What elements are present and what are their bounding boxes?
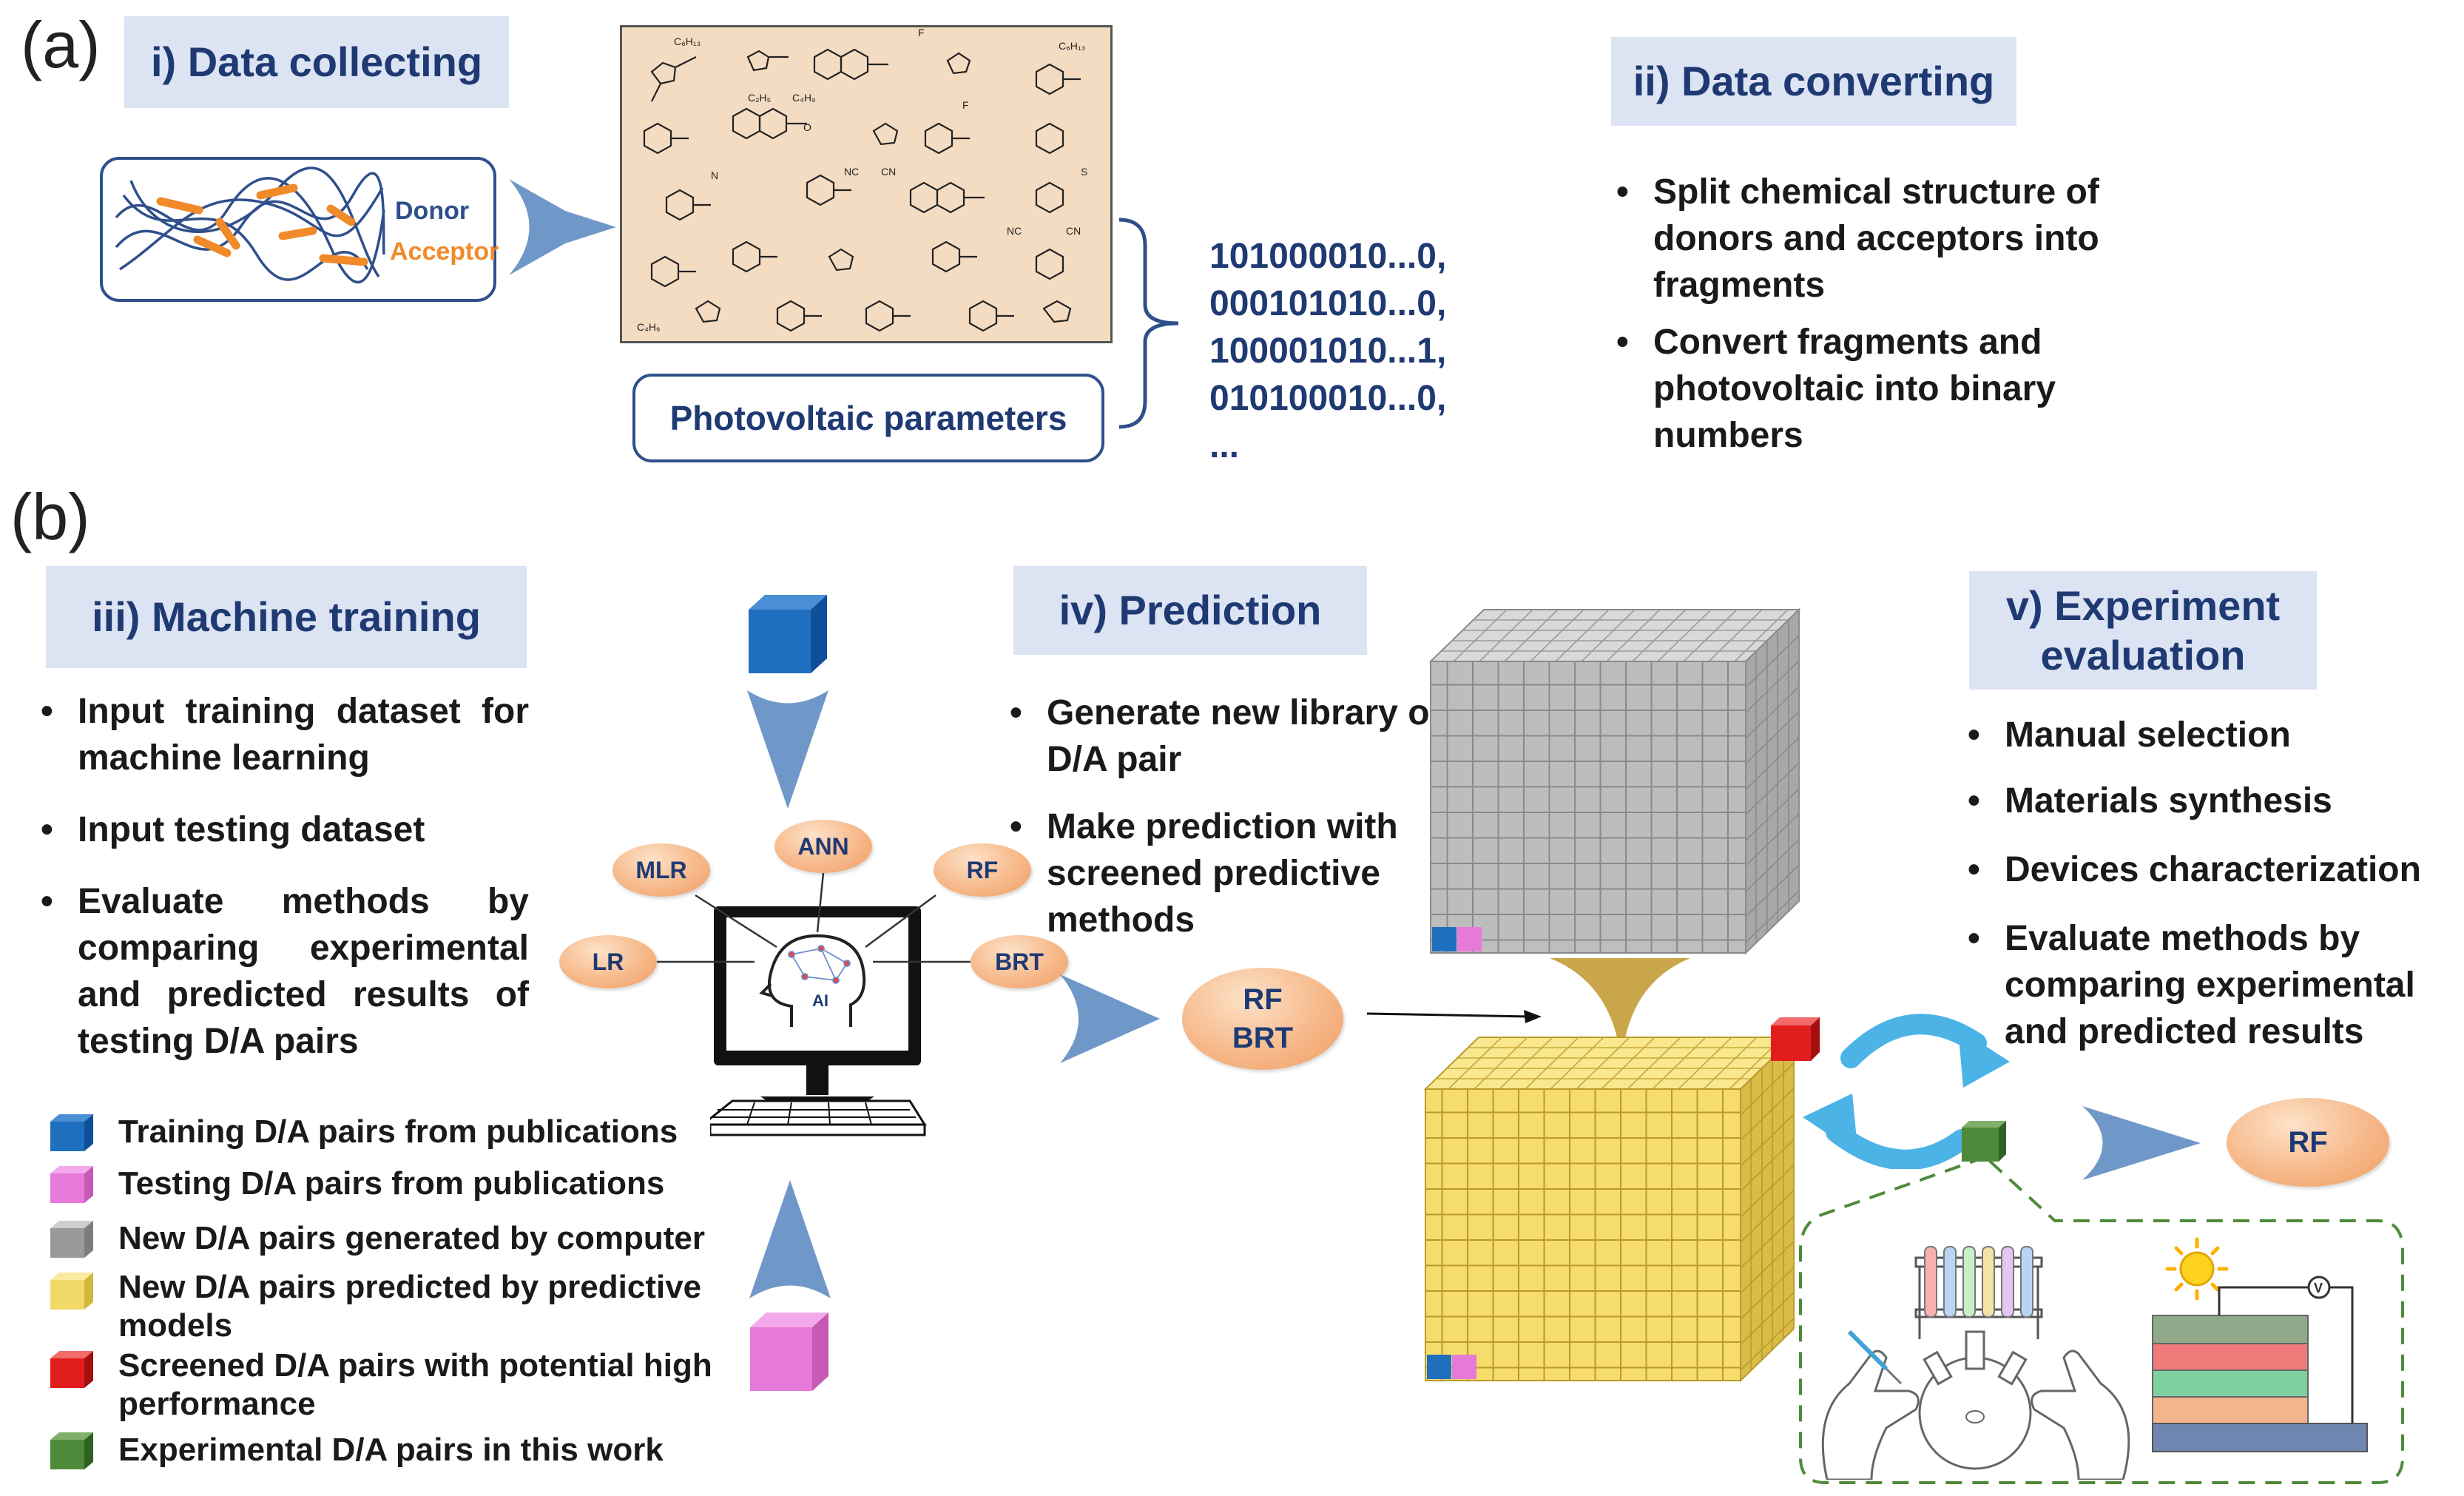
bullet-item: Convert fragments and photovoltaic into … [1616, 319, 2178, 459]
machine-training-header: iii) Machine training [46, 566, 527, 668]
svg-text:CN: CN [881, 166, 896, 178]
data-collecting-header: i) Data collecting [124, 16, 509, 108]
legend: Training D/A pairs from publications Tes… [46, 1110, 756, 1472]
generated-library-cube [1428, 608, 1801, 955]
legend-swatch-green [50, 1432, 93, 1469]
svg-text:N: N [711, 169, 718, 181]
bullet-item: Input training dataset for machine learn… [41, 688, 529, 781]
experimental-cube-icon [1962, 1121, 2006, 1162]
ai-label: AI [812, 991, 828, 1010]
bullet-item: Manual selection [1968, 712, 2456, 758]
donor-label: Donor [395, 197, 470, 225]
device-characterization-illustration: V [2152, 1237, 2368, 1452]
legend-swatch-blue [50, 1114, 93, 1151]
legend-item-testing: Testing D/A pairs from publications [46, 1162, 756, 1206]
prediction-header: iv) Prediction [1013, 566, 1367, 655]
bullet-item: Materials synthesis [1968, 778, 2456, 824]
arrow-right-icon [1060, 974, 1160, 1063]
machine-training-bullets: Input training dataset for machine learn… [41, 688, 529, 1065]
bullet-item: Make prediction with screened predictive… [1010, 803, 1454, 943]
arrow-down-icon [747, 690, 828, 809]
bullet-item: Input testing dataset [41, 806, 529, 853]
svg-text:C₄H₉: C₄H₉ [637, 321, 661, 333]
data-converting-header: ii) Data converting [1611, 37, 2016, 126]
bullet-item: Evaluate methods by comparing experiment… [41, 878, 529, 1065]
training-cube-icon [749, 595, 827, 673]
voltmeter-label: V [2314, 1281, 2323, 1295]
binary-encoding-list: 101000010...0, 000101010...0, 100001010.… [1209, 233, 1446, 470]
molecule-structures-illustration: C₆H₁₃ C₆H₁₃ C₂H₅ C₄H₉ NC CN NC CN C₄H₉ F… [637, 27, 1087, 333]
method-lr: LR [559, 935, 657, 988]
legend-swatch-gray [50, 1221, 93, 1258]
arrow-up-icon [749, 1180, 831, 1298]
svg-text:S: S [1081, 166, 1087, 178]
structure-label: C₆H₁₃ [674, 36, 701, 47]
legend-item-training: Training D/A pairs from publications [46, 1110, 756, 1154]
binary-line: 100001010...1, [1209, 331, 1447, 371]
svg-text:C₆H₁₃: C₆H₁₃ [1059, 40, 1085, 52]
synthesis-lab-illustration [1821, 1246, 2130, 1480]
experiment-evaluation-bullets: Manual selection Materials synthesis Dev… [1968, 712, 2456, 1055]
binary-line: ... [1209, 426, 1240, 465]
legend-item-predicted: New D/A pairs predicted by predictive mo… [46, 1268, 756, 1345]
bullet-item: Split chemical structure of donors and a… [1616, 169, 2178, 309]
svg-text:NC: NC [844, 166, 859, 178]
final-method-oval: RF [2227, 1098, 2389, 1187]
bullet-item: Evaluate methods by comparing experiment… [1968, 915, 2456, 1055]
prediction-bullets: Generate new library of D/A pair Make pr… [1010, 690, 1454, 943]
funnel-icon [1550, 958, 1690, 1064]
bullet-item: Devices characterization [1968, 846, 2456, 893]
svg-text:F: F [918, 27, 925, 38]
thin-arrow-icon [1367, 1010, 1542, 1023]
screened-cube-icon [1771, 1017, 1820, 1061]
panel-b-label: (b) [10, 480, 90, 553]
arrow-right-icon [2082, 1106, 2201, 1180]
legend-swatch-red [50, 1351, 93, 1388]
legend-swatch-pink [50, 1166, 93, 1203]
method-connectors [657, 872, 971, 963]
method-brt: BRT [971, 935, 1068, 988]
legend-swatch-yellow [50, 1273, 93, 1310]
method-ann: ANN [774, 820, 872, 873]
experiment-evaluation-header: v) Experiment evaluation [1969, 571, 2317, 690]
binary-line: 101000010...0, [1209, 237, 1447, 276]
polymer-blend-illustration [115, 166, 385, 284]
data-converting-bullets: Split chemical structure of donors and a… [1616, 169, 2178, 459]
experiment-setup-box [1799, 1155, 2404, 1484]
sun-icon [2165, 1237, 2229, 1301]
donor-acceptor-blend-box: Donor Acceptor [100, 157, 499, 302]
svg-text:NC: NC [1007, 225, 1022, 237]
legend-item-experimental: Experimental D/A pairs in this work [46, 1428, 756, 1472]
svg-text:C₂H₅: C₂H₅ [748, 92, 771, 104]
photovoltaic-parameters-label: Photovoltaic parameters [669, 399, 1067, 437]
predicted-library-cube [1423, 1036, 1796, 1383]
panel-a-label: (a) [21, 8, 101, 81]
testing-cube-icon [750, 1313, 828, 1391]
photovoltaic-parameters-box: Photovoltaic parameters [632, 374, 1104, 462]
legend-item-screened: Screened D/A pairs with potential high p… [46, 1347, 756, 1423]
binary-line: 010100010...0, [1209, 379, 1447, 418]
bullet-item: Generate new library of D/A pair [1010, 690, 1454, 783]
svg-text:F: F [962, 99, 969, 111]
computer-ai-icon: AI [710, 906, 927, 1136]
arrow-right-icon [509, 179, 616, 275]
binary-line: 000101010...0, [1209, 284, 1447, 323]
selected-methods-oval: RF BRT [1182, 968, 1343, 1070]
chemical-structures-panel: C₆H₁₃ C₆H₁₃ C₂H₅ C₄H₉ NC CN NC CN C₄H₉ F… [620, 25, 1113, 343]
bracket-icon [1118, 218, 1179, 429]
svg-text:C₄H₉: C₄H₉ [792, 92, 816, 104]
svg-text:O: O [803, 121, 811, 133]
acceptor-label: Acceptor [390, 237, 499, 266]
legend-item-generated: New D/A pairs generated by computer [46, 1216, 756, 1261]
method-mlr: MLR [612, 843, 710, 897]
svg-text:CN: CN [1066, 225, 1081, 237]
